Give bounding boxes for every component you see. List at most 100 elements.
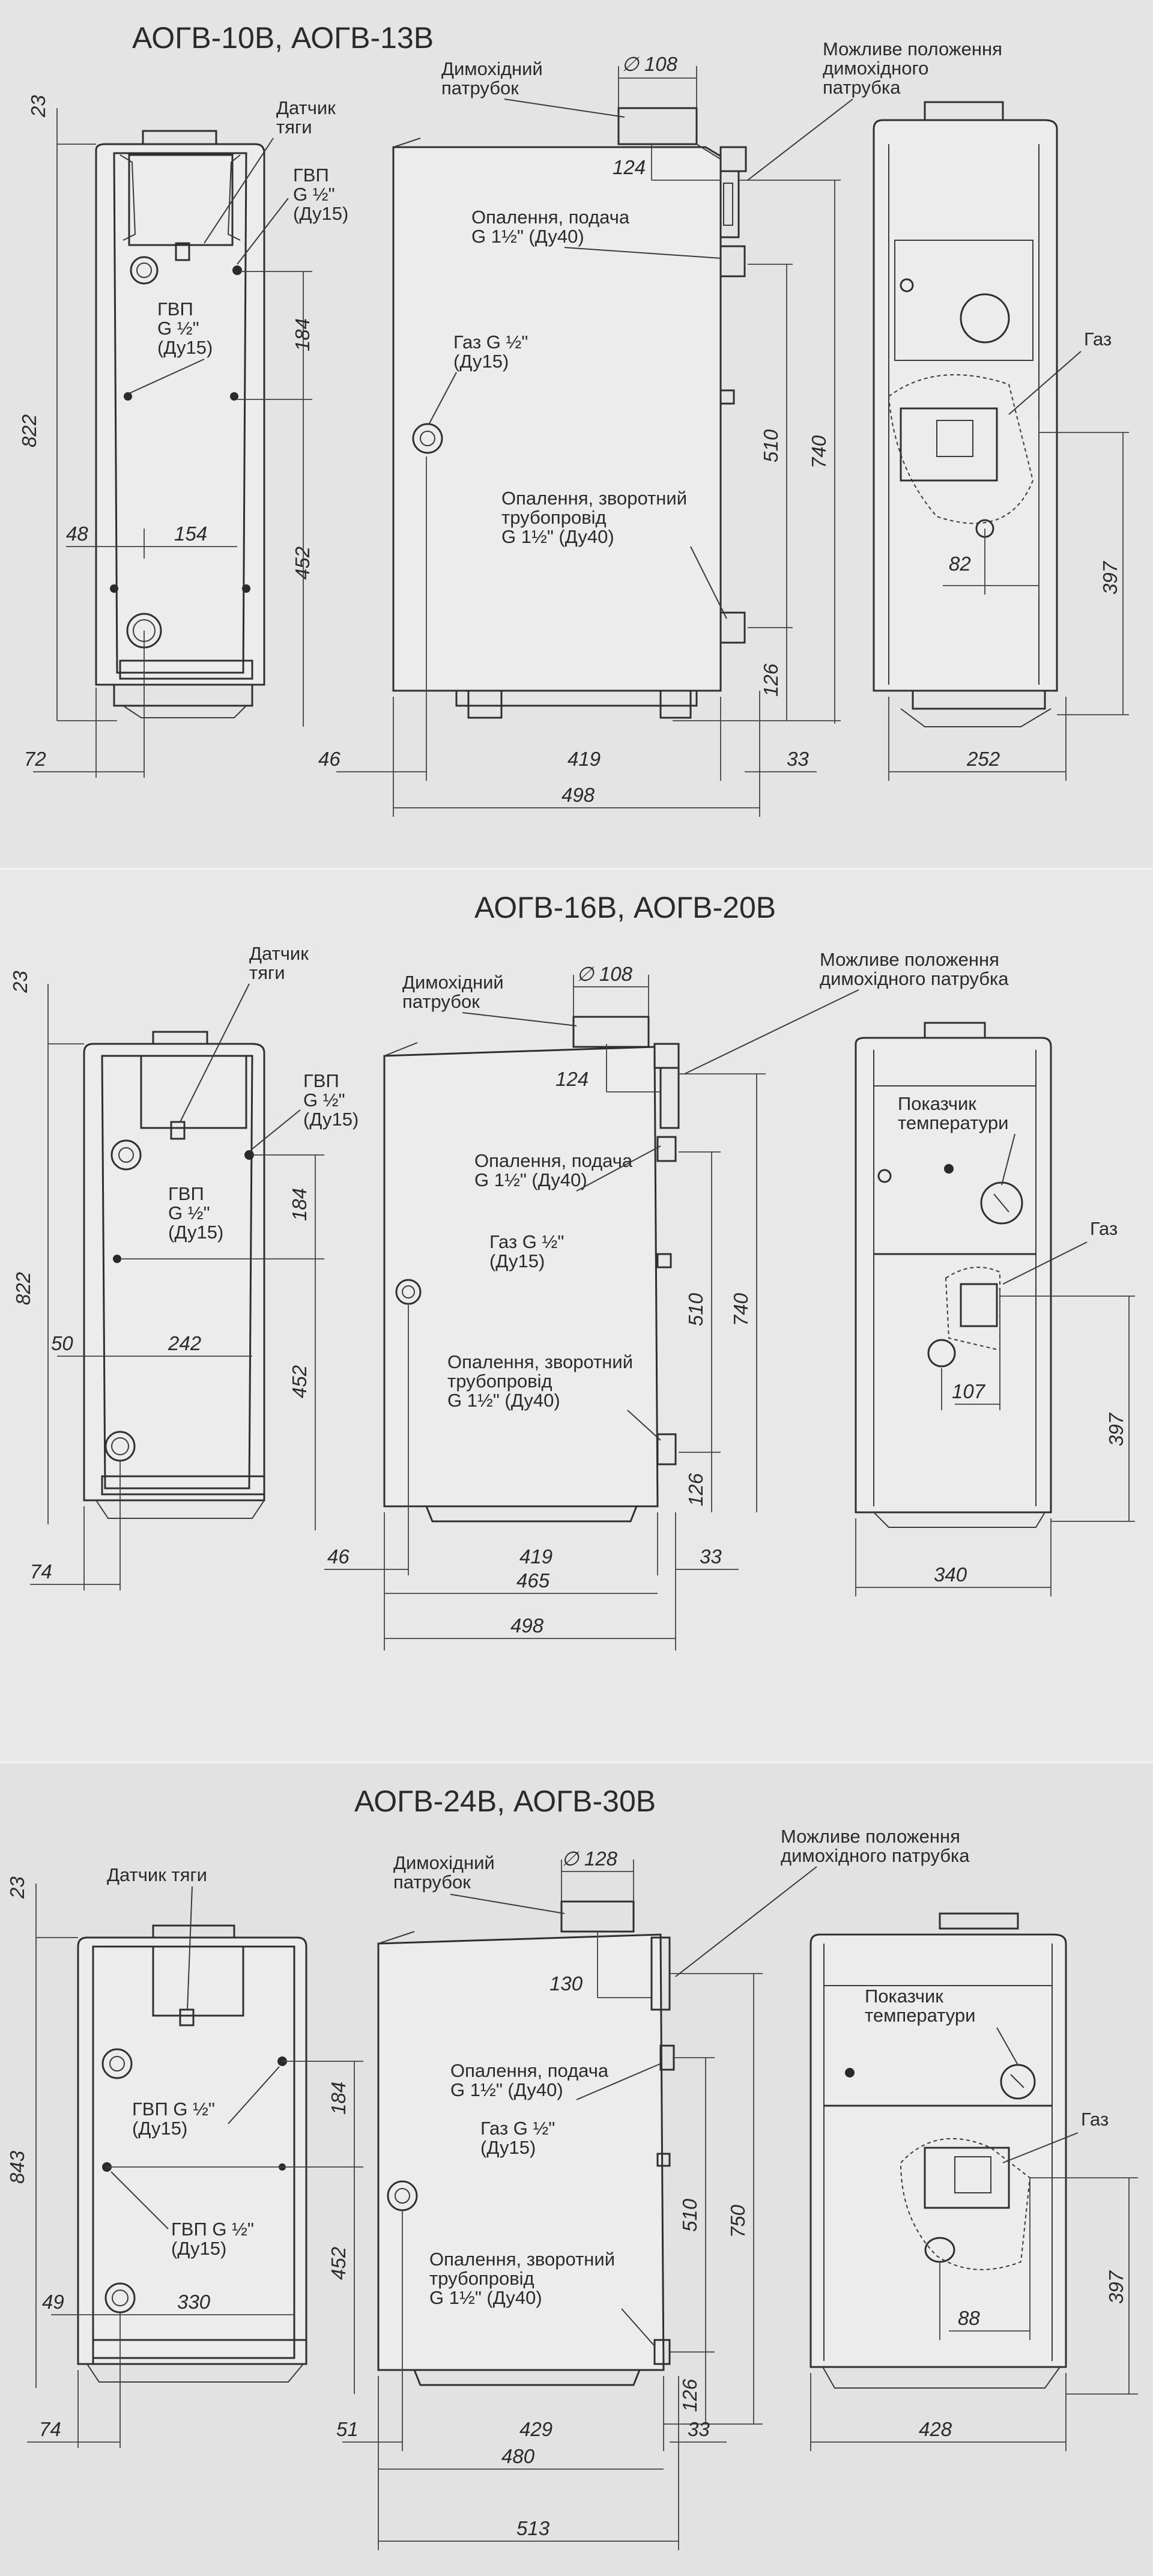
svg-text:тяги: тяги (249, 962, 285, 983)
label-flue-alt: Можливе положення димохідного патрубка (747, 38, 1002, 181)
label-flue-alt: Можливе положення димохідного патрубка (675, 1826, 970, 1977)
svg-text:Газ: Газ (1090, 1218, 1118, 1239)
dim-height: 822 (18, 414, 40, 447)
side-body (377, 1933, 665, 2371)
dim-height: 822 (12, 1272, 34, 1305)
rear-legs (95, 1500, 265, 1519)
dim-46: 46 (318, 748, 340, 770)
svg-text:G ½": G ½" (168, 1202, 210, 1223)
rear-body (77, 1936, 307, 2365)
dim-480: 480 (501, 2445, 535, 2467)
dim-465: 465 (516, 1569, 550, 1592)
dim-330: 330 (177, 2291, 211, 2313)
dim-124: 124 (555, 1068, 589, 1090)
dim-184: 184 (291, 318, 313, 351)
dim-429: 429 (519, 2418, 552, 2440)
svg-text:Можливе положення: Можливе положення (823, 38, 1002, 59)
svg-text:(Ду15): (Ду15) (453, 351, 509, 372)
svg-text:(Ду15): (Ду15) (303, 1109, 359, 1130)
drawing-sheet-aogv-24-30: АОГВ-24В, АОГВ-30В 23 843 184 452 49 330… (0, 1763, 1153, 2576)
dim-397: 397 (1105, 1412, 1127, 1446)
dim-46: 46 (327, 1545, 350, 1568)
heating-return-nozzle (656, 1433, 677, 1465)
svg-text:патрубка: патрубка (823, 77, 901, 98)
label-draft-sensor: Датчик тяги (204, 97, 336, 244)
svg-text:патрубок: патрубок (441, 77, 519, 98)
dim-33: 33 (688, 2418, 710, 2440)
svg-text:трубопровід: трубопровід (429, 2268, 534, 2289)
temperature-gauge (980, 1181, 1023, 1225)
heating-supply-nozzle (719, 245, 746, 277)
dim-51: 51 (336, 2418, 359, 2440)
label-dhw-mid: ГВП G ½" (Ду15) (168, 1183, 223, 1243)
dim-452: 452 (288, 1365, 310, 1398)
label-heating-supply: Опалення, подача G 1½" (Ду40) (474, 1145, 661, 1192)
dim-126: 126 (679, 2378, 701, 2412)
front-body (810, 1933, 1067, 2368)
svg-text:Газ G ½": Газ G ½" (453, 332, 528, 353)
label-heating-return: Опалення, зворотний трубопровід G 1½" (Д… (501, 488, 727, 619)
svg-text:Опалення, подача: Опалення, подача (471, 207, 630, 228)
dim-126: 126 (685, 1473, 707, 1506)
sheet-title: АОГВ-10В, АОГВ-13В (132, 21, 434, 55)
dim-flue-dia: ∅ 108 (622, 53, 678, 75)
svg-text:ГВП G ½": ГВП G ½" (132, 2099, 215, 2120)
dim-74: 74 (30, 1560, 52, 1583)
label-gas-right: Газ (1002, 1218, 1118, 1285)
svg-text:Димохідний: Димохідний (393, 1852, 495, 1873)
label-gas-right: Газ (1008, 329, 1112, 415)
dim-top-offset: 23 (9, 971, 31, 993)
svg-text:димохідного: димохідного (823, 58, 928, 79)
dim-452: 452 (291, 547, 313, 580)
label-flue-alt: Можливе положення димохідного патрубка (684, 949, 1009, 1074)
heating-return-nozzle (719, 611, 746, 644)
side-body (392, 146, 722, 692)
gas-valve-area (900, 2138, 1031, 2270)
draft-hood (152, 1945, 244, 2017)
rear-body (95, 143, 265, 686)
dhw-outlet-top (130, 256, 159, 285)
dim-252: 252 (966, 748, 1000, 770)
dim-124: 124 (613, 156, 646, 178)
dim-top-offset: 23 (27, 95, 49, 118)
label-dhw-mid: ГВП G ½" (Ду15) (110, 2171, 254, 2259)
drawing-sheet-aogv-16-20: АОГВ-16В, АОГВ-20В 23 822 184 452 50 242… (0, 870, 1153, 1763)
rear-view (33, 108, 312, 778)
svg-text:ГВП G ½": ГВП G ½" (171, 2219, 254, 2240)
label-draft-sensor: Датчик тяги (107, 1864, 207, 2010)
svg-text:Показчик: Показчик (865, 1986, 943, 2007)
svg-text:(Ду15): (Ду15) (489, 1250, 545, 1271)
dim-419: 419 (519, 1545, 552, 1568)
dim-510: 510 (760, 429, 782, 462)
label-gas: Газ G ½" (Ду15) (489, 1231, 564, 1271)
dim-50: 50 (51, 1332, 73, 1354)
dim-flue-dia: ∅ 108 (576, 963, 633, 985)
label-temp-gauge: Показчик температури (898, 1093, 1015, 1186)
label-heating-return: Опалення, зворотний трубопровід G 1½" (Д… (429, 2249, 655, 2347)
svg-text:G 1½" (Ду40): G 1½" (Ду40) (471, 226, 584, 247)
svg-text:димохідного патрубка: димохідного патрубка (781, 1845, 970, 1866)
rear-body (83, 1043, 265, 1502)
dim-72: 72 (24, 748, 46, 770)
sheet3-drawing: АОГВ-24В, АОГВ-30В 23 843 184 452 49 330… (6, 1784, 1138, 2550)
gas-valve (924, 2147, 1010, 2209)
front-view (855, 1022, 1135, 1596)
svg-text:патрубок: патрубок (402, 991, 480, 1012)
flue-pipe (572, 1016, 650, 1048)
dim-513: 513 (516, 2517, 550, 2539)
dim-510: 510 (685, 1293, 707, 1326)
svg-text:Показчик: Показчик (898, 1093, 976, 1114)
heating-supply-nozzle (656, 1136, 677, 1162)
svg-text:Газ: Газ (1081, 2109, 1109, 2130)
label-dhw-top: ГВП G ½" (Ду15) (252, 1070, 359, 1150)
gas-inlet (395, 1279, 422, 1305)
gas-valve-area (888, 374, 1034, 524)
label-heating-supply: Опалення, подача G 1½" (Ду40) (450, 2060, 661, 2100)
svg-text:G ½": G ½" (303, 1089, 345, 1111)
gas-inlet (387, 2180, 418, 2211)
front-view (810, 1912, 1138, 2451)
label-dhw-top: ГВП G ½" (Ду15) (132, 2066, 280, 2139)
gas-valve (900, 407, 998, 482)
svg-text:димохідного патрубка: димохідного патрубка (820, 968, 1009, 989)
label-dhw-mid: ГВП G ½" (Ду15) (129, 299, 213, 394)
